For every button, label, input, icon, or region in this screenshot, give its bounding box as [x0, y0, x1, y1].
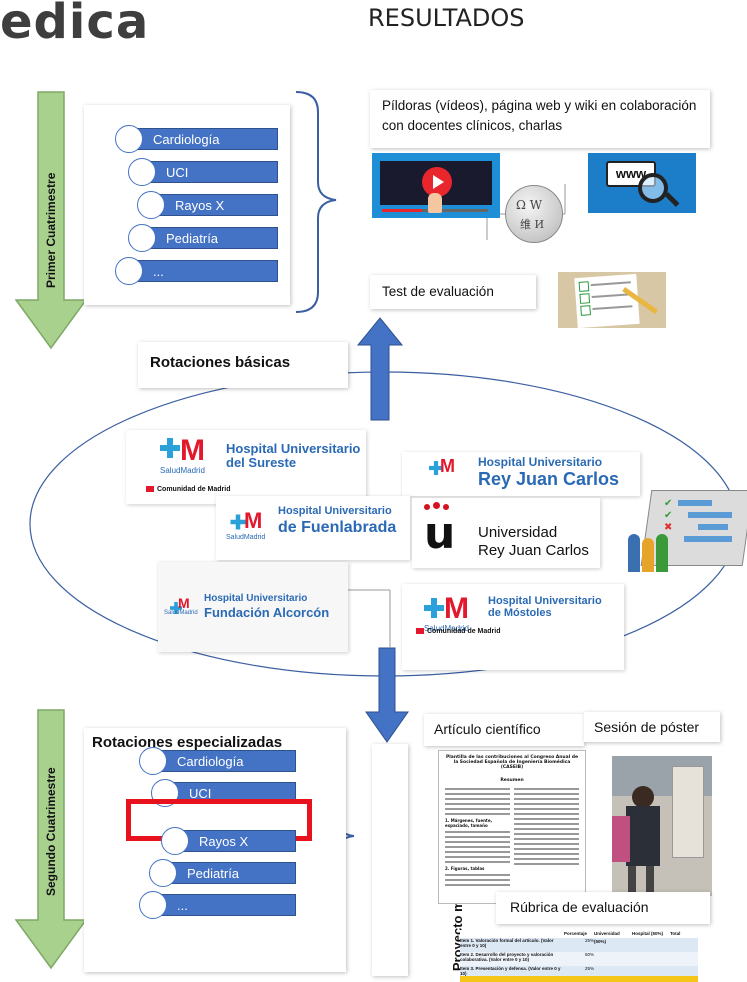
first-term-brace [295, 91, 337, 313]
urjc-letter-icon: u [424, 508, 456, 559]
specialized-item-more: ... [139, 891, 296, 919]
rotation-bullet-icon [139, 747, 167, 775]
hand-pointer-icon [428, 193, 442, 213]
rubric-table: Porcentaje Universidad (50%) Hospital (5… [460, 930, 698, 982]
article-label-box: Artículo científico [424, 714, 584, 746]
www-search-icon: www [588, 153, 696, 213]
test-label: Test de evaluación [382, 284, 494, 299]
rotation-item-more: ... [115, 257, 278, 285]
specialized-item-pediatria: Pediatría [149, 859, 296, 887]
checklist-icon [558, 272, 666, 329]
rubric-label-box: Rúbrica de evaluación [496, 892, 710, 924]
rotation-item-rayos-x: Rayos X [137, 191, 278, 219]
second-term-arrow [14, 709, 88, 970]
first-term-arrow [14, 91, 88, 350]
hospital-logo-alcorcon: M SaludMadrid Hospital Universitario Fun… [158, 562, 348, 652]
specialized-item-cardiologia: Cardiología [139, 747, 296, 775]
rotation-item-pediatria: Pediatría [128, 224, 278, 252]
rubric-row: Item 2. Desarrollo del proyecto y valora… [460, 952, 698, 966]
project-management-icon: ✔ ✔ ✖ [628, 490, 747, 574]
rotation-bullet-icon [161, 827, 189, 855]
results-heading: RESULTADOS [368, 4, 525, 32]
hospital-logo-rey-juan-carlos: M Hospital Universitario Rey Juan Carlos [402, 452, 640, 496]
rotation-item-uci: UCI [128, 158, 278, 186]
rotation-bullet-icon [137, 191, 165, 219]
first-term-label: Primer Cuatrimestre [44, 172, 58, 288]
project-box: Proyecto multidisciplinar [372, 744, 465, 976]
article-label: Artículo científico [434, 721, 541, 737]
rotation-bullet-icon [128, 158, 156, 186]
rotation-bullet-icon [115, 125, 143, 153]
up-arrow [356, 317, 404, 421]
play-icon [422, 167, 452, 197]
poster-session-photo [612, 756, 712, 896]
basic-rotations-label: Rotaciones básicas [150, 354, 291, 371]
poster-label: Sesión de póster [594, 719, 700, 735]
test-box: Test de evaluación [370, 275, 536, 309]
article-document: Plantilla de las contribuciones al Congr… [438, 750, 586, 904]
university-logo-urjc: u Universidad Rey Juan Carlos [412, 498, 600, 568]
down-arrow [365, 647, 409, 743]
rubric-row: Item 3. Presentación y defensa. (Valor e… [460, 966, 698, 976]
specialized-item-rayos-x: Rayos X [161, 827, 296, 855]
hospital-logo-fuenlabrada: M SaludMadrid Hospital Universitario de … [216, 496, 410, 560]
rubric-label: Rúbrica de evaluación [510, 899, 649, 915]
hospital-logo-sureste: M SaludMadrid Hospital Universitario del… [126, 430, 366, 504]
rotation-bullet-icon [115, 257, 143, 285]
video-thumbnail [372, 153, 500, 218]
rotation-bullet-icon [139, 891, 167, 919]
results-description: Píldoras (vídeos), página web y wiki en … [382, 98, 697, 133]
rotation-bullet-icon [128, 224, 156, 252]
title-fragment: edica [0, 0, 150, 50]
rotation-item-cardiologia: Cardiología [115, 125, 278, 153]
hospital-logo-mostoles: M SaludMadrid Hospital Universitario de … [402, 584, 624, 670]
wikipedia-globe-icon: Ω W 维 И [505, 185, 563, 243]
rubric-row: Item 1. Valoración formal del artículo. … [460, 938, 698, 952]
specialized-rotations-heading: Rotaciones especializadas [92, 734, 283, 751]
results-description-box: Píldoras (vídeos), página web y wiki en … [370, 90, 710, 148]
second-term-label: Segundo Cuatrimestre [44, 767, 58, 896]
urjc-crown-icon [424, 502, 454, 510]
basic-rotations-box: Rotaciones básicas [138, 342, 348, 388]
poster-label-box: Sesión de póster [584, 712, 720, 742]
rotation-bullet-icon [149, 859, 177, 887]
